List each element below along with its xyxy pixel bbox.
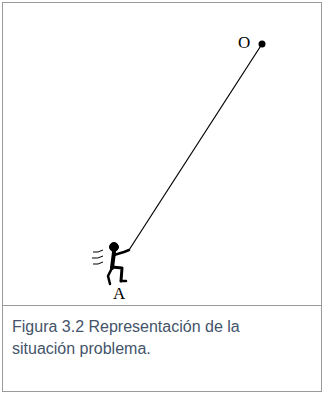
point-label: A <box>113 285 125 302</box>
rope-line <box>129 44 262 250</box>
motion-lines <box>92 250 103 264</box>
person-figure <box>108 243 129 285</box>
point-label: O <box>238 34 250 51</box>
frame-separator <box>3 305 322 306</box>
frame-border <box>3 3 322 392</box>
figure-caption: Figura 3.2 Representación de la situació… <box>12 316 252 359</box>
